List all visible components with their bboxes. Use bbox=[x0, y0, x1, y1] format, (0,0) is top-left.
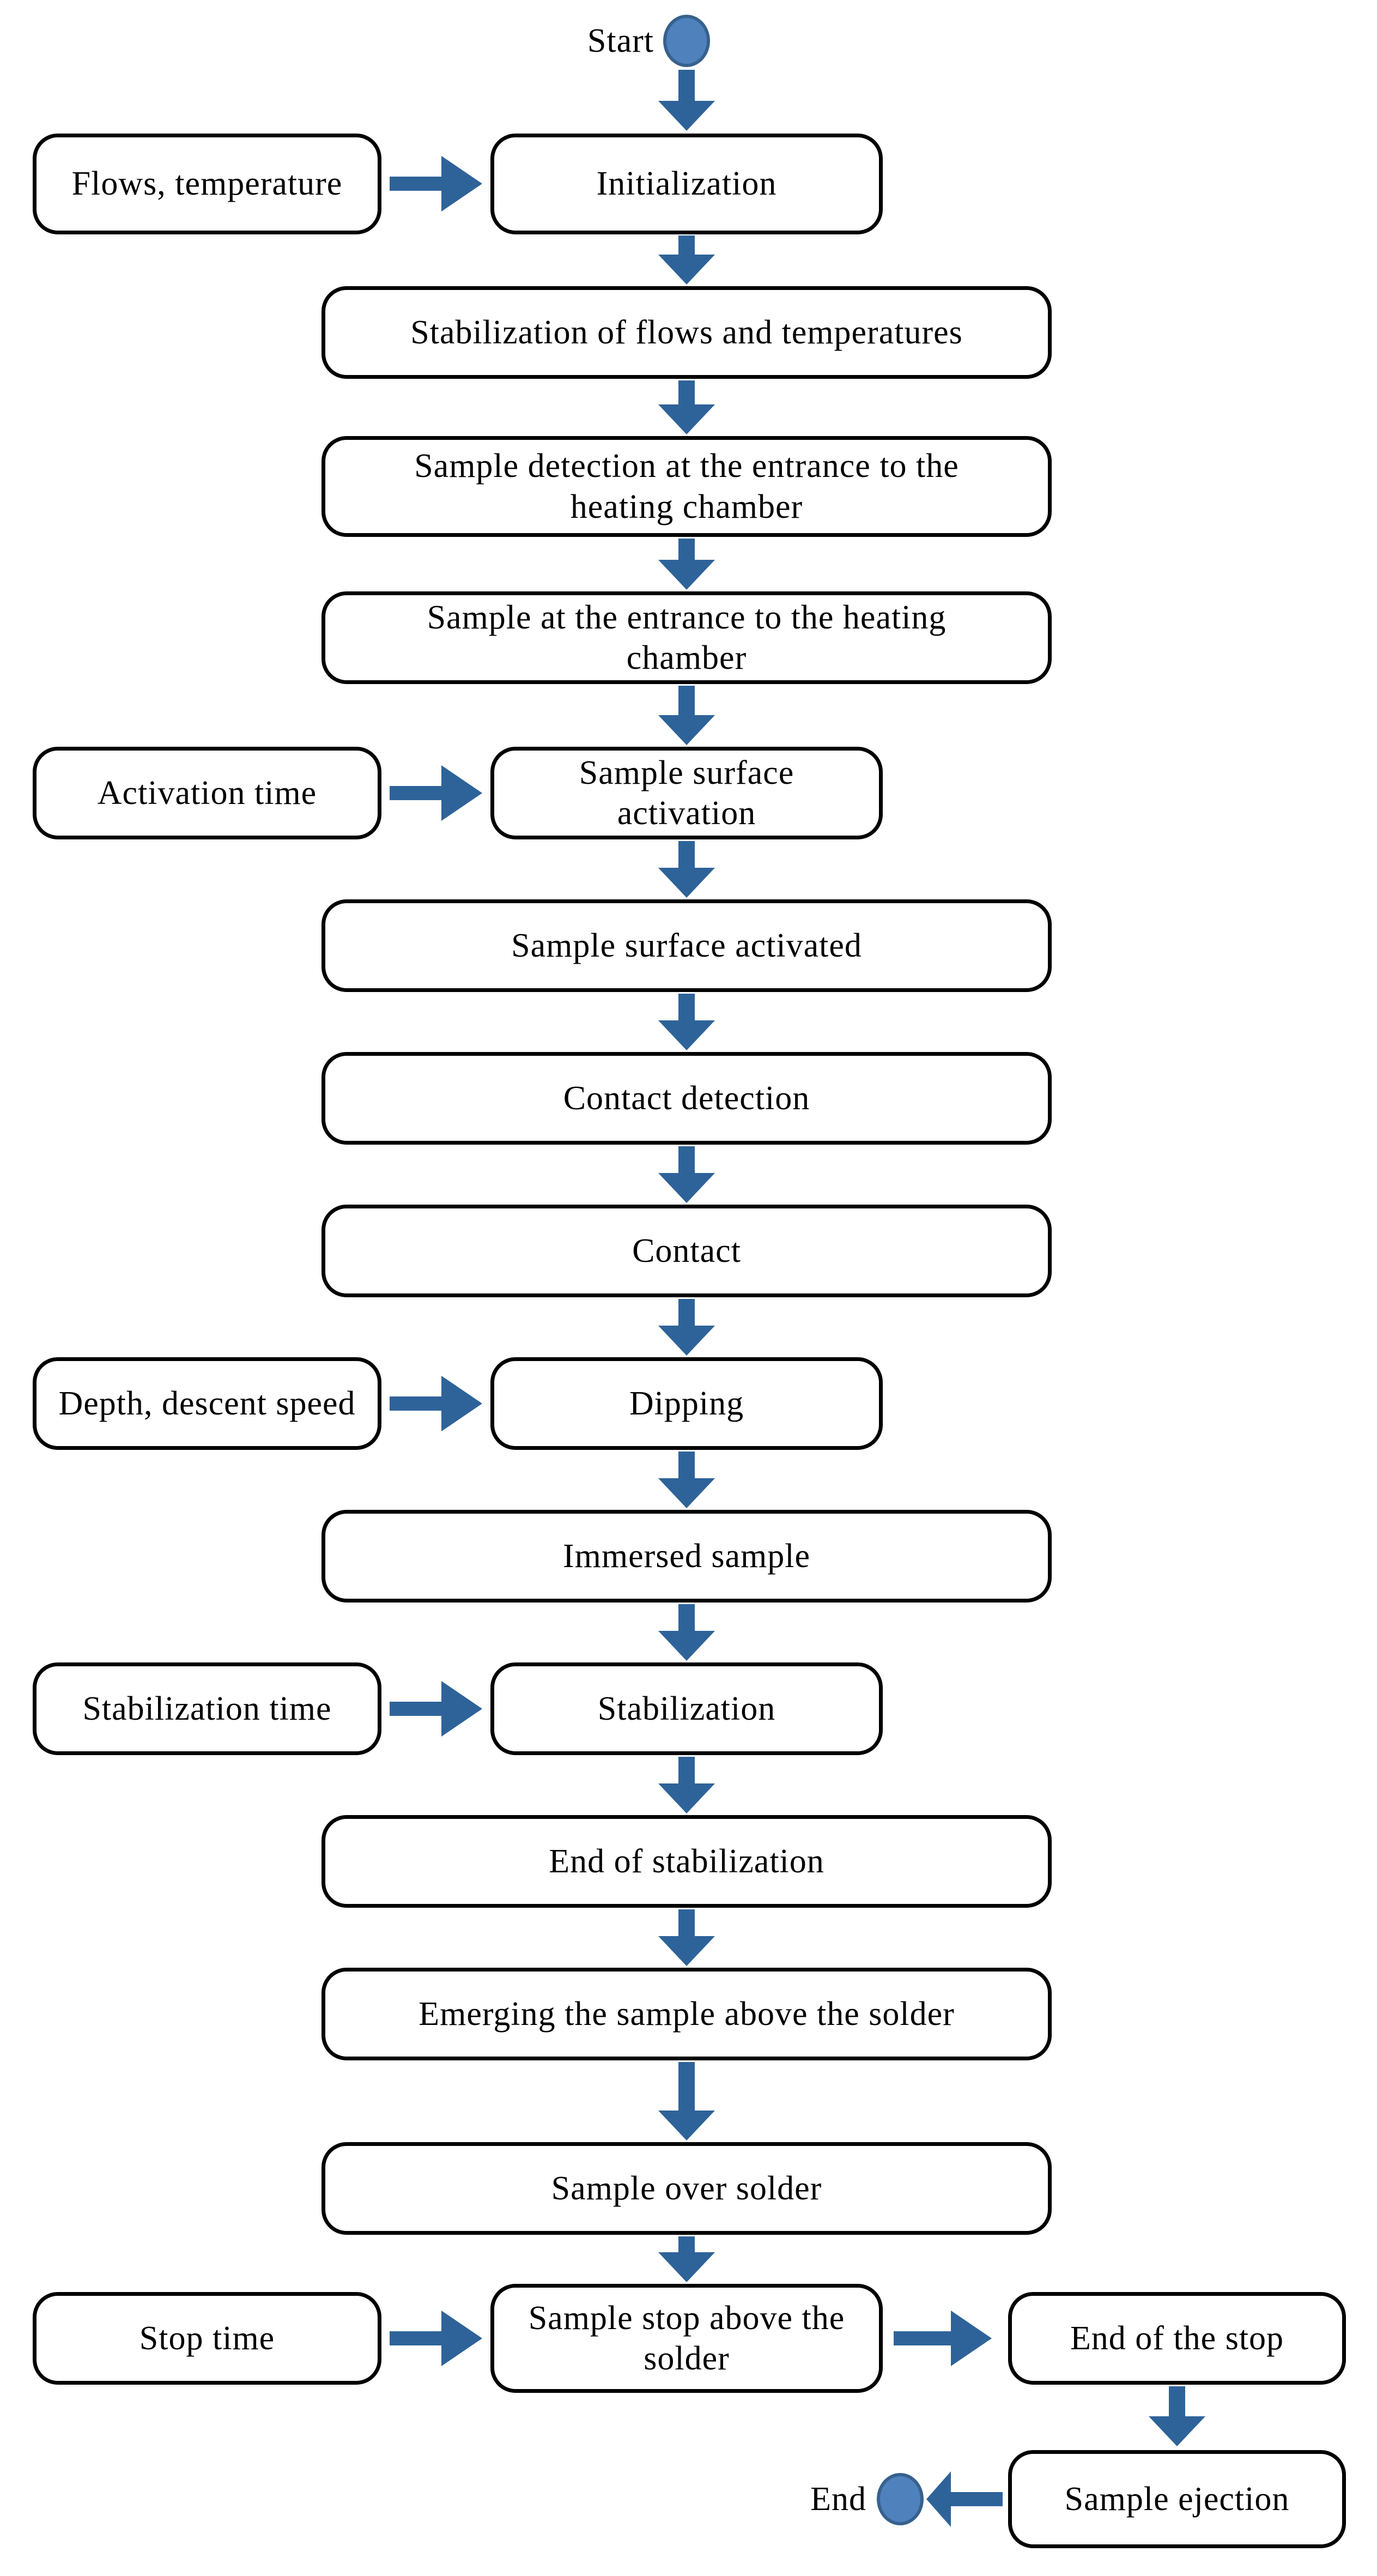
arrow-down-icon bbox=[658, 539, 715, 590]
step-dipping: Dipping bbox=[490, 1357, 883, 1450]
step-sample-at-entrance: Sample at the entrance to the heating ch… bbox=[321, 591, 1052, 684]
arrow-left-icon bbox=[926, 2471, 1003, 2527]
step-end-of-stabilization: End of stabilization bbox=[321, 1815, 1052, 1908]
arrow-down-icon bbox=[658, 841, 715, 898]
step-immersed-sample: Immersed sample bbox=[321, 1510, 1052, 1603]
input-depth-descent-speed: Depth, descent speed bbox=[33, 1357, 381, 1450]
arrow-down-icon bbox=[658, 1604, 715, 1661]
step-sample-stop-above-solder: Sample stop above the solder bbox=[490, 2284, 883, 2393]
arrow-right-icon bbox=[390, 1681, 482, 1737]
start-circle bbox=[663, 15, 710, 67]
start-label: Start bbox=[587, 22, 654, 59]
step-end-of-the-stop: End of the stop bbox=[1008, 2292, 1346, 2385]
arrow-right-icon bbox=[390, 2311, 482, 2366]
arrow-down-icon bbox=[658, 1757, 715, 1813]
arrow-down-icon bbox=[658, 2236, 715, 2282]
input-stop-time: Stop time bbox=[33, 2292, 381, 2385]
arrow-down-icon bbox=[658, 994, 715, 1050]
arrow-down-icon bbox=[658, 686, 715, 745]
arrow-down-icon bbox=[658, 1909, 715, 1966]
step-initialization: Initialization bbox=[490, 134, 883, 234]
arrow-down-icon bbox=[658, 1146, 715, 1203]
arrow-down-icon bbox=[658, 235, 715, 285]
arrow-right-icon bbox=[894, 2311, 992, 2366]
input-activation-time: Activation time bbox=[33, 747, 381, 839]
step-stabilization-of-flows: Stabilization of flows and temperatures bbox=[321, 286, 1052, 379]
end-label: End bbox=[810, 2480, 866, 2518]
step-stabilization: Stabilization bbox=[490, 1662, 883, 1755]
input-stabilization-time: Stabilization time bbox=[33, 1662, 381, 1755]
arrow-down-icon bbox=[658, 1452, 715, 1508]
step-contact-detection: Contact detection bbox=[321, 1052, 1052, 1145]
arrow-down-icon bbox=[658, 70, 715, 131]
input-flows-temperature: Flows, temperature bbox=[33, 134, 381, 234]
step-sample-detection: Sample detection at the entrance to the … bbox=[321, 436, 1052, 537]
step-sample-surface-activation: Sample surface activation bbox=[490, 747, 883, 839]
step-sample-over-solder: Sample over solder bbox=[321, 2142, 1052, 2235]
step-emerging-sample: Emerging the sample above the solder bbox=[321, 1968, 1052, 2060]
arrow-right-icon bbox=[390, 1376, 482, 1431]
arrow-down-icon bbox=[658, 1299, 715, 1356]
arrow-down-icon bbox=[1149, 2386, 1205, 2446]
arrow-right-icon bbox=[390, 156, 482, 211]
arrow-right-icon bbox=[390, 765, 482, 821]
end-circle bbox=[877, 2473, 924, 2525]
arrow-down-icon bbox=[658, 380, 715, 434]
arrow-down-icon bbox=[658, 2062, 715, 2140]
step-sample-surface-activated: Sample surface activated bbox=[321, 899, 1052, 992]
step-sample-ejection: Sample ejection bbox=[1008, 2450, 1346, 2548]
step-contact: Contact bbox=[321, 1205, 1052, 1297]
